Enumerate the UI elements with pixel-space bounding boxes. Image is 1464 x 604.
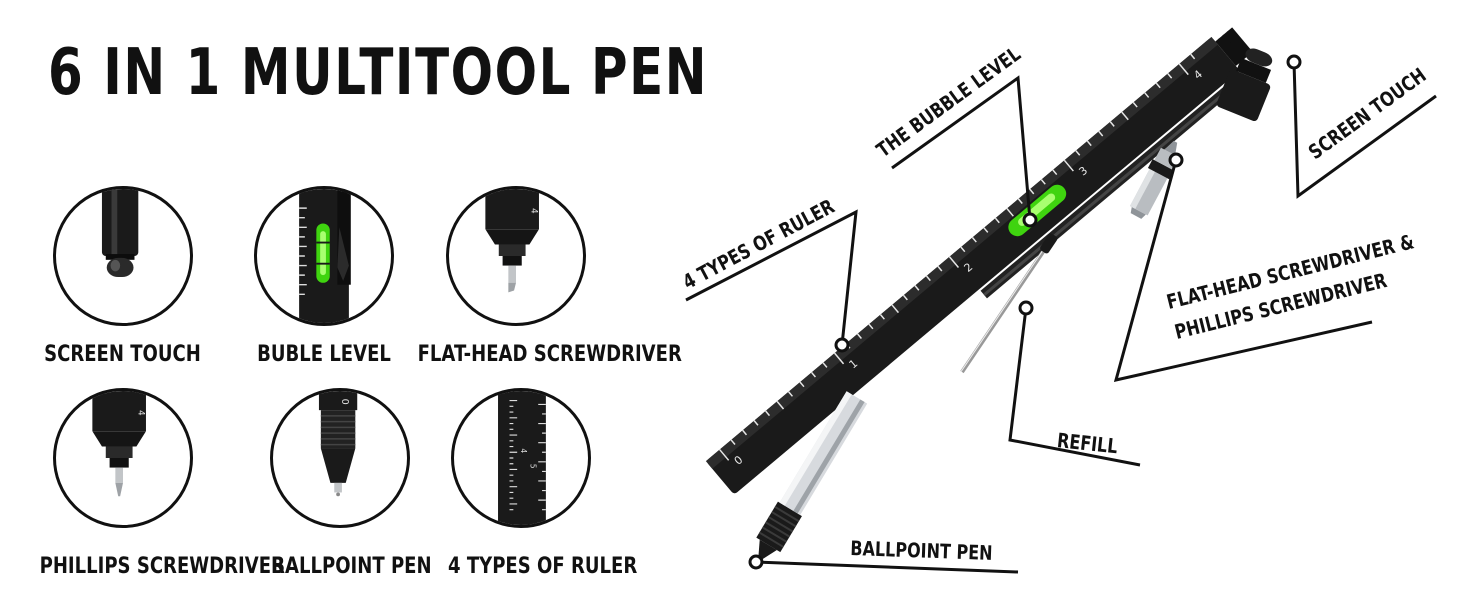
- marker-bubble-level: [1022, 212, 1038, 228]
- ruler-tick: [730, 439, 736, 446]
- page-title: 6 IN 1 MULTITOOL PEN: [48, 36, 709, 110]
- callout-ballpoint: BALLPOINT PEN: [850, 536, 993, 565]
- svg-text:4: 4: [519, 448, 528, 453]
- ruler-tick: [1132, 101, 1138, 108]
- ruler-tick: [753, 420, 759, 426]
- ruler-tick: [833, 352, 845, 365]
- ruler-tick: [937, 265, 943, 272]
- ruler-tick: [810, 371, 817, 378]
- ruler-tick: [1006, 208, 1014, 217]
- ruler-tick: [994, 217, 1000, 224]
- marker-screwdriver: [1168, 152, 1184, 168]
- ruler-tick: [948, 256, 960, 268]
- ruler-tick: [1029, 188, 1035, 195]
- leader-bubble-level: [891, 75, 1032, 221]
- svg-text:5: 5: [529, 464, 538, 469]
- stylus-cap: [1216, 48, 1273, 122]
- ruler-tick: [742, 429, 748, 436]
- ruler-tick: [902, 294, 908, 301]
- feature-label-ballpoint-pen: BALLPOINT PEN: [271, 554, 432, 579]
- svg-text:4: 4: [528, 208, 538, 213]
- ruler-tick: [891, 304, 900, 314]
- bubble-level-icon: [254, 186, 394, 326]
- ruler-tick: [1155, 82, 1161, 89]
- ruler-tick: [788, 391, 794, 397]
- screen-touch-icon: [53, 186, 193, 326]
- marker-ruler: [834, 337, 850, 353]
- ruler-tick: [914, 285, 920, 291]
- leader-ballpoint: [755, 560, 1019, 574]
- ruler-tick: [1178, 63, 1189, 76]
- feature-label-screen-touch: SCREEN TOUCH: [44, 342, 201, 367]
- ruler-tick: [1098, 130, 1104, 137]
- ruler-icon: 4 5: [451, 388, 591, 528]
- ruler-tick: [983, 227, 989, 233]
- ruler-tick: [776, 400, 785, 410]
- feature-label-flat-head-screwdriver: FLAT-HEAD SCREWDRIVER: [417, 342, 682, 367]
- feature-label-phillips-screwdriver: PHILLIPS SCREWDRIVER: [39, 554, 285, 579]
- ballpoint-pen-icon: 0: [270, 388, 410, 528]
- refill: [960, 233, 1058, 374]
- ruler-tick: [1167, 73, 1173, 79]
- ruler-tick: [1040, 179, 1046, 185]
- ruler-tick: [1144, 92, 1150, 98]
- marker-ballpoint: [748, 554, 764, 570]
- feature-label-bubble-level: BUBLE LEVEL: [257, 342, 391, 367]
- ruler-tick: [1052, 169, 1058, 176]
- marker-refill: [1018, 300, 1034, 316]
- ruler-tick: [925, 275, 931, 282]
- leader-screen-touch: [1292, 61, 1437, 199]
- ballpoint-section: [753, 391, 868, 570]
- phillips-screwdriver-icon: 4: [53, 388, 193, 528]
- ruler-tick: [1075, 150, 1081, 156]
- svg-text:4: 4: [135, 410, 145, 415]
- flat-head-screwdriver-icon: 4: [446, 186, 586, 326]
- svg-text:0: 0: [339, 399, 350, 405]
- ruler-tick: [1063, 159, 1074, 172]
- ruler-tick: [719, 449, 730, 461]
- ruler-tick: [1190, 53, 1196, 60]
- ruler-tick: [1121, 111, 1129, 121]
- ruler-tick: [1017, 198, 1023, 204]
- ruler-tick: [799, 381, 805, 388]
- ruler-tick: [960, 246, 966, 253]
- marker-screen-touch: [1286, 54, 1302, 70]
- leader-refill: [1008, 307, 1141, 467]
- ruler-tick: [971, 236, 977, 243]
- ruler-tick: [765, 410, 771, 417]
- ruler-tick: [868, 323, 874, 330]
- ruler-tick: [879, 314, 885, 320]
- leader-screwdriver: [1113, 159, 1373, 383]
- ruler-tick: [1086, 140, 1092, 147]
- ruler-tick: [822, 362, 828, 368]
- ruler-tick: [1109, 121, 1115, 127]
- feature-label-ruler: 4 TYPES OF RULER: [448, 554, 638, 579]
- leader-ruler: [685, 209, 858, 346]
- ruler-tick: [856, 333, 862, 339]
